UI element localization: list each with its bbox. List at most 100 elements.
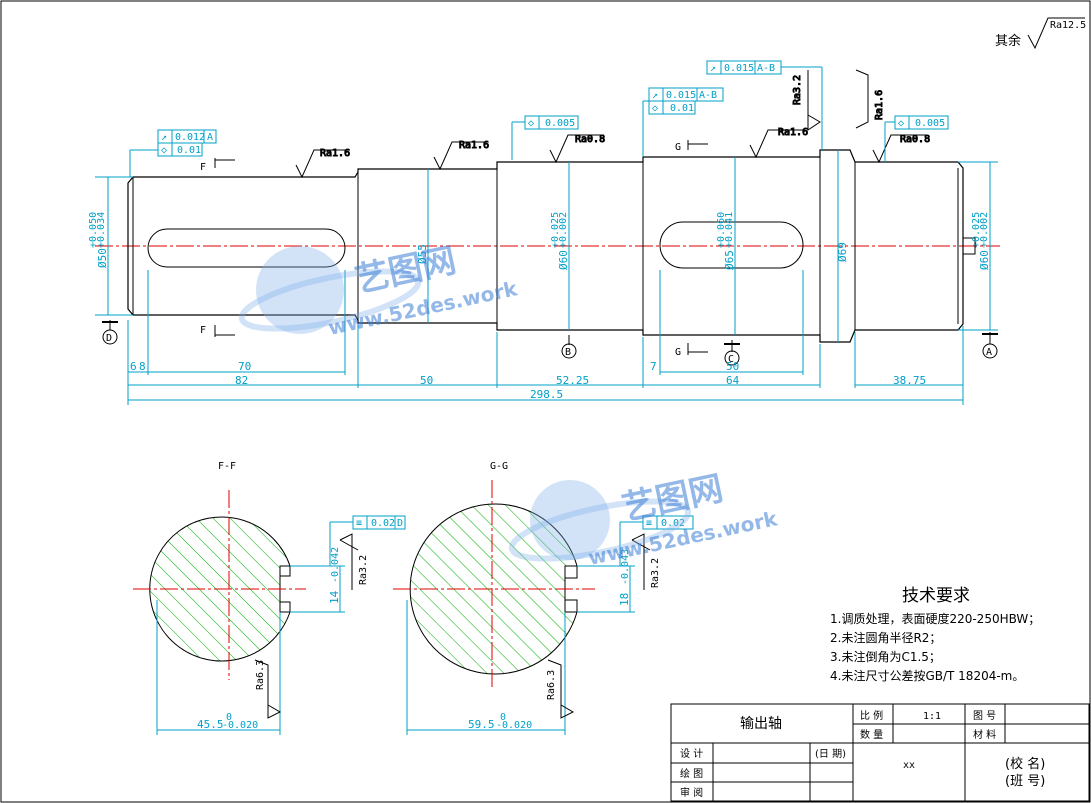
svg-text:50: 50 [726, 360, 739, 373]
tech-req-item-2: 2.未注圆角半径R2； [830, 630, 941, 645]
svg-text:+0.050: +0.050 [88, 212, 99, 248]
svg-text:xx: xx [903, 760, 915, 771]
svg-text:↗: ↗ [710, 63, 716, 74]
svg-text:Ra1.6: Ra1.6 [320, 148, 350, 159]
svg-text:Ra3.2: Ra3.2 [792, 75, 803, 105]
section-marker-g-top: G [675, 142, 681, 153]
gtol-texts: ↗ 0.012 A ◇ 0.01 ◇ 0.005 ↗ 0.015 A-B ◇ 0… [161, 63, 945, 156]
svg-text:0.01: 0.01 [177, 145, 201, 156]
datum-a: A [982, 332, 998, 359]
svg-text:Ø50: Ø50 [96, 248, 109, 268]
svg-text:-0.020: -0.020 [496, 720, 532, 731]
svg-text:Ra3.2: Ra3.2 [358, 555, 369, 585]
svg-text:+0.025: +0.025 [550, 212, 561, 248]
svg-text:0.02: 0.02 [371, 518, 395, 529]
length-texts: 6 8 70 82 50 52.25 7 50 64 38.75 298.5 [130, 360, 926, 401]
svg-text:Ø60: Ø60 [978, 250, 991, 270]
svg-text:+0.041: +0.041 [724, 212, 735, 248]
svg-text:◇: ◇ [898, 118, 904, 129]
svg-text:C: C [728, 354, 734, 365]
svg-text:+0.034: +0.034 [96, 212, 107, 248]
svg-text:材 料: 材 料 [973, 728, 996, 741]
section-ff: F-F 14 -0.042 ≡ 0.02 D Ra3.2 Ra6.3 45.5 … [133, 461, 406, 735]
section-marker-f-bottom: F [200, 325, 206, 336]
datum-b: B [561, 335, 577, 359]
title-block [670, 703, 1090, 802]
svg-text:8: 8 [139, 360, 146, 373]
default-roughness-label: 其余 [995, 33, 1021, 49]
svg-text:Ø69: Ø69 [836, 242, 849, 262]
svg-text:Ra0.8: Ra0.8 [575, 134, 605, 145]
watermark-1: 艺图网 www.52des.work [238, 240, 520, 340]
svg-text:6: 6 [130, 360, 137, 373]
svg-text:+0.002: +0.002 [979, 212, 990, 248]
tech-req-item-3: 3.未注倒角为C1.5； [830, 649, 941, 664]
svg-text:审 阅: 审 阅 [680, 786, 703, 799]
svg-text:Ra1.6: Ra1.6 [459, 140, 489, 151]
svg-text:298.5: 298.5 [530, 388, 563, 401]
svg-text:D: D [397, 518, 403, 529]
svg-text:0.01: 0.01 [670, 103, 694, 114]
svg-text:14: 14 [328, 590, 341, 604]
svg-text:A: A [207, 132, 213, 143]
svg-text:Ra6.3: Ra6.3 [546, 670, 557, 700]
section-gg: G-G 18 -0.043 ≡ 0.02 Ra3.2 Ra6.3 59.5 0 … [393, 461, 694, 735]
svg-text:(班 号): (班 号) [1005, 774, 1045, 789]
svg-text:≡: ≡ [356, 518, 362, 529]
svg-text:绘 图: 绘 图 [680, 767, 703, 780]
datum-d: D [102, 320, 118, 345]
svg-text:52.25: 52.25 [556, 374, 589, 387]
svg-text:82: 82 [235, 374, 248, 387]
svg-text:Ø60: Ø60 [557, 250, 570, 270]
svg-text:A: A [986, 347, 992, 358]
svg-text:59.5: 59.5 [468, 718, 495, 731]
default-roughness-value: Ra12.5 [1050, 20, 1086, 31]
svg-text:Ra0.8: Ra0.8 [900, 134, 930, 145]
svg-text:Ra3.2: Ra3.2 [650, 558, 661, 588]
svg-text:◇: ◇ [161, 145, 167, 156]
svg-text:◇: ◇ [528, 118, 534, 129]
svg-text:+0.060: +0.060 [716, 212, 727, 248]
tech-req-item-1: 1.调质处理，表面硬度220-250HBW； [830, 611, 1040, 626]
section-marker-f-top: F [200, 162, 206, 173]
svg-text:38.75: 38.75 [893, 374, 926, 387]
datum-c: C [724, 340, 740, 366]
svg-text:D: D [106, 333, 112, 344]
svg-text:Ø65: Ø65 [723, 250, 736, 270]
svg-text:70: 70 [238, 360, 251, 373]
svg-text:0: 0 [226, 712, 232, 723]
keyway-2 [659, 221, 804, 269]
svg-text:≡: ≡ [646, 518, 652, 529]
part-name: 输出轴 [740, 716, 782, 732]
diameter-texts: Ø50 +0.050 +0.034 Ø55 Ø60 +0.025 +0.002 … [88, 212, 991, 270]
svg-text:B: B [565, 347, 571, 358]
section-marker-g-bottom: G [675, 347, 681, 358]
svg-text:+0.002: +0.002 [558, 212, 569, 248]
svg-text:A-B: A-B [757, 63, 775, 74]
svg-text:◇: ◇ [652, 103, 658, 114]
section-ff-title: F-F [218, 461, 236, 472]
svg-text:设 计: 设 计 [680, 747, 703, 760]
svg-text:↗: ↗ [652, 90, 658, 101]
main-shaft-view: F F G G D B C A [88, 17, 1086, 405]
svg-text:A-B: A-B [699, 90, 717, 101]
svg-text:7: 7 [650, 360, 657, 373]
title-block-texts: 输出轴 比 例 1:1 图 号 数 量 材 料 设 计 (日 期) 绘 图 审 … [680, 709, 1045, 799]
svg-text:(校 名): (校 名) [1005, 756, 1045, 772]
svg-text:Ra6.3: Ra6.3 [255, 660, 266, 690]
svg-text:0.015: 0.015 [724, 63, 754, 74]
svg-text:0.012: 0.012 [175, 132, 205, 143]
svg-text:图 号: 图 号 [973, 710, 996, 722]
section-gg-outline [409, 503, 578, 675]
svg-text:0.005: 0.005 [915, 118, 945, 129]
svg-text:↗: ↗ [161, 132, 167, 143]
tech-req-item-4: 4.未注尺寸公差按GB/T 18204-m。 [830, 668, 1024, 683]
length-dims [127, 270, 964, 405]
svg-text:50: 50 [420, 374, 433, 387]
roughness-marks: Ra1.6 Ra1.6 Ra0.8 Ra1.6 Ra3.2 Ra0.8 Ra1.… [295, 17, 1085, 179]
svg-text:0.02: 0.02 [661, 518, 685, 529]
svg-text:-0.042: -0.042 [330, 547, 341, 583]
svg-text:1:1: 1:1 [923, 711, 941, 722]
